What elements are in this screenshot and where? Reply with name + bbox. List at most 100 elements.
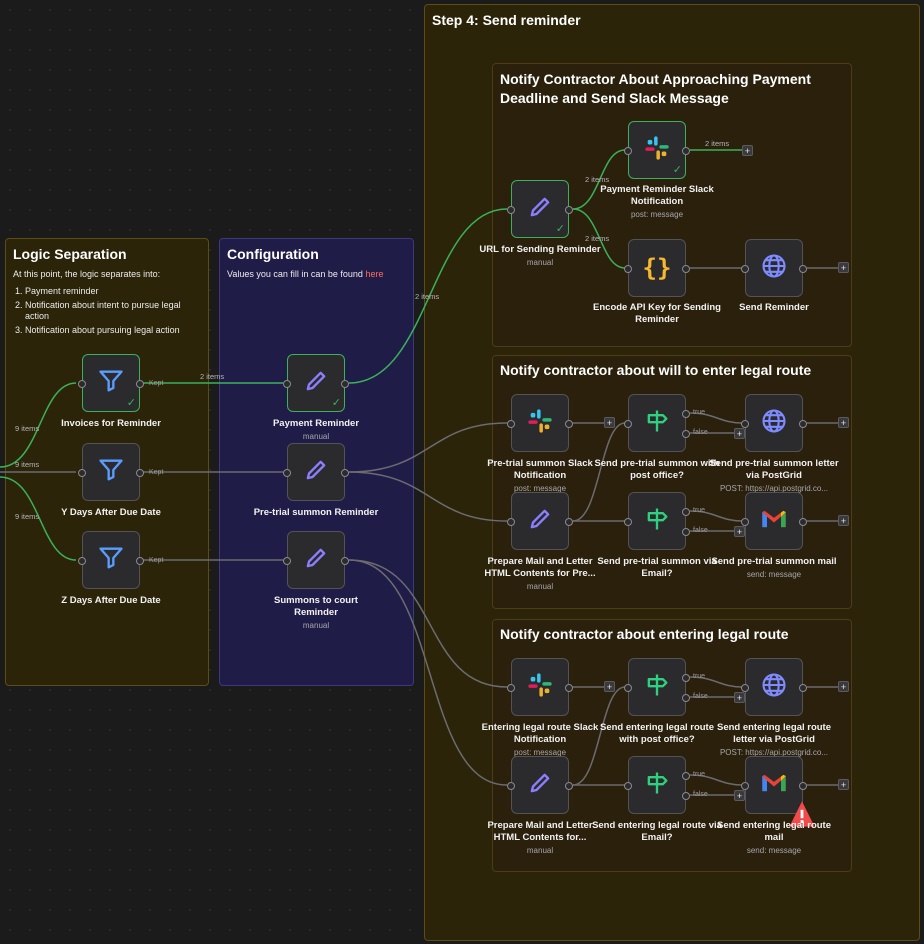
output-handle[interactable]: [799, 782, 807, 790]
input-handle[interactable]: [624, 518, 632, 526]
output-handle[interactable]: [565, 782, 573, 790]
node-send-legal-post-office-if[interactable]: [624, 658, 690, 716]
node-invoices-for-reminder[interactable]: ✓: [78, 354, 144, 412]
node-pretrial-summon-reminder[interactable]: [283, 443, 349, 501]
node-send-pretrial-mail[interactable]: [741, 492, 807, 550]
edge: [0, 382, 77, 468]
edge: [689, 676, 743, 688]
node-send-pretrial-postgrid[interactable]: [741, 394, 807, 452]
edge-label-items: 2 items: [705, 139, 730, 148]
input-handle[interactable]: [507, 782, 515, 790]
node-send-legal-mail[interactable]: [741, 756, 815, 827]
sticky-logic-separation[interactable]: Logic Separation At this point, the logi…: [5, 238, 209, 686]
signpost-icon: [643, 671, 671, 704]
globe-icon: [760, 252, 788, 285]
add-node-button[interactable]: +: [838, 262, 849, 273]
node-send-reminder[interactable]: [741, 239, 807, 297]
input-handle[interactable]: [624, 782, 632, 790]
pencil-icon: [526, 193, 554, 226]
node-payment-reminder[interactable]: ✓: [283, 354, 349, 412]
output-label-false: false: [693, 693, 708, 700]
input-handle[interactable]: [741, 420, 749, 428]
output-handle-false[interactable]: [682, 528, 690, 536]
edge-label-items: 9 items: [15, 424, 40, 433]
input-handle[interactable]: [283, 469, 291, 477]
output-handle[interactable]: [341, 557, 349, 565]
edge: [572, 149, 626, 210]
input-handle[interactable]: [624, 265, 632, 273]
add-node-button[interactable]: +: [734, 526, 745, 537]
output-handle[interactable]: [341, 380, 349, 388]
output-handle[interactable]: [682, 147, 690, 155]
add-node-button[interactable]: +: [838, 417, 849, 428]
output-handle-true[interactable]: [682, 508, 690, 516]
output-handle[interactable]: [799, 420, 807, 428]
node-send-pretrial-post-office-if[interactable]: [624, 394, 690, 452]
node-label: Prepare Mail and Letter HTML Contents fo…: [484, 556, 596, 591]
node-send-legal-postgrid[interactable]: [741, 658, 807, 716]
output-handle-false[interactable]: [682, 430, 690, 438]
node-label: Send pre-trial summon letter via PostGri…: [709, 458, 839, 493]
output-handle[interactable]: [565, 420, 573, 428]
node-encode-api-key[interactable]: {}: [624, 239, 690, 297]
node-summons-to-court-reminder[interactable]: [283, 531, 349, 589]
node-prepare-mail-legal[interactable]: [507, 756, 573, 814]
output-handle[interactable]: [682, 265, 690, 273]
input-handle[interactable]: [741, 684, 749, 692]
add-node-button[interactable]: +: [742, 145, 753, 156]
edge: [689, 412, 743, 424]
input-handle[interactable]: [507, 518, 515, 526]
configuration-link[interactable]: here: [365, 269, 384, 279]
input-handle[interactable]: [507, 206, 515, 214]
input-handle[interactable]: [624, 684, 632, 692]
add-node-button[interactable]: +: [734, 428, 745, 439]
node-send-pretrial-email-if[interactable]: [624, 492, 690, 550]
node-z-days-after-due[interactable]: [78, 531, 144, 589]
output-handle[interactable]: [565, 684, 573, 692]
add-node-button[interactable]: +: [604, 681, 615, 692]
output-handle[interactable]: [799, 684, 807, 692]
input-handle[interactable]: [78, 469, 86, 477]
output-handle-true[interactable]: [682, 772, 690, 780]
add-node-button[interactable]: +: [734, 790, 745, 801]
pencil-icon: [526, 769, 554, 802]
output-handle[interactable]: [565, 518, 573, 526]
output-handle-true[interactable]: [682, 410, 690, 418]
input-handle[interactable]: [283, 557, 291, 565]
output-handle-true[interactable]: [682, 674, 690, 682]
add-node-button[interactable]: +: [604, 417, 615, 428]
input-handle[interactable]: [283, 380, 291, 388]
add-node-button[interactable]: +: [838, 779, 849, 790]
node-legal-slack[interactable]: [507, 658, 573, 716]
output-handle-false[interactable]: [682, 792, 690, 800]
input-handle[interactable]: [507, 684, 515, 692]
input-handle[interactable]: [624, 147, 632, 155]
node-send-legal-email-if[interactable]: [624, 756, 690, 814]
output-handle[interactable]: [799, 265, 807, 273]
input-handle[interactable]: [741, 782, 749, 790]
output-handle[interactable]: [136, 557, 144, 565]
node-prepare-mail-pretrial[interactable]: [507, 492, 573, 550]
configuration-text: Values you can fill in can be found here: [227, 269, 407, 280]
input-handle[interactable]: [624, 420, 632, 428]
node-pretrial-slack[interactable]: [507, 394, 573, 452]
node-y-days-after-due[interactable]: [78, 443, 144, 501]
input-handle[interactable]: [741, 265, 749, 273]
node-payment-reminder-slack[interactable]: ✓: [624, 121, 690, 179]
output-handle[interactable]: [136, 380, 144, 388]
add-node-button[interactable]: +: [734, 692, 745, 703]
input-handle[interactable]: [741, 518, 749, 526]
output-handle[interactable]: [341, 469, 349, 477]
slack-icon: [526, 407, 554, 440]
output-handle[interactable]: [565, 206, 573, 214]
node-url-for-sending-reminder[interactable]: ✓: [507, 180, 573, 238]
input-handle[interactable]: [78, 557, 86, 565]
output-handle-false[interactable]: [682, 694, 690, 702]
output-handle[interactable]: [136, 469, 144, 477]
add-node-button[interactable]: +: [838, 681, 849, 692]
add-node-button[interactable]: +: [838, 515, 849, 526]
output-handle[interactable]: [799, 518, 807, 526]
input-handle[interactable]: [507, 420, 515, 428]
input-handle[interactable]: [78, 380, 86, 388]
